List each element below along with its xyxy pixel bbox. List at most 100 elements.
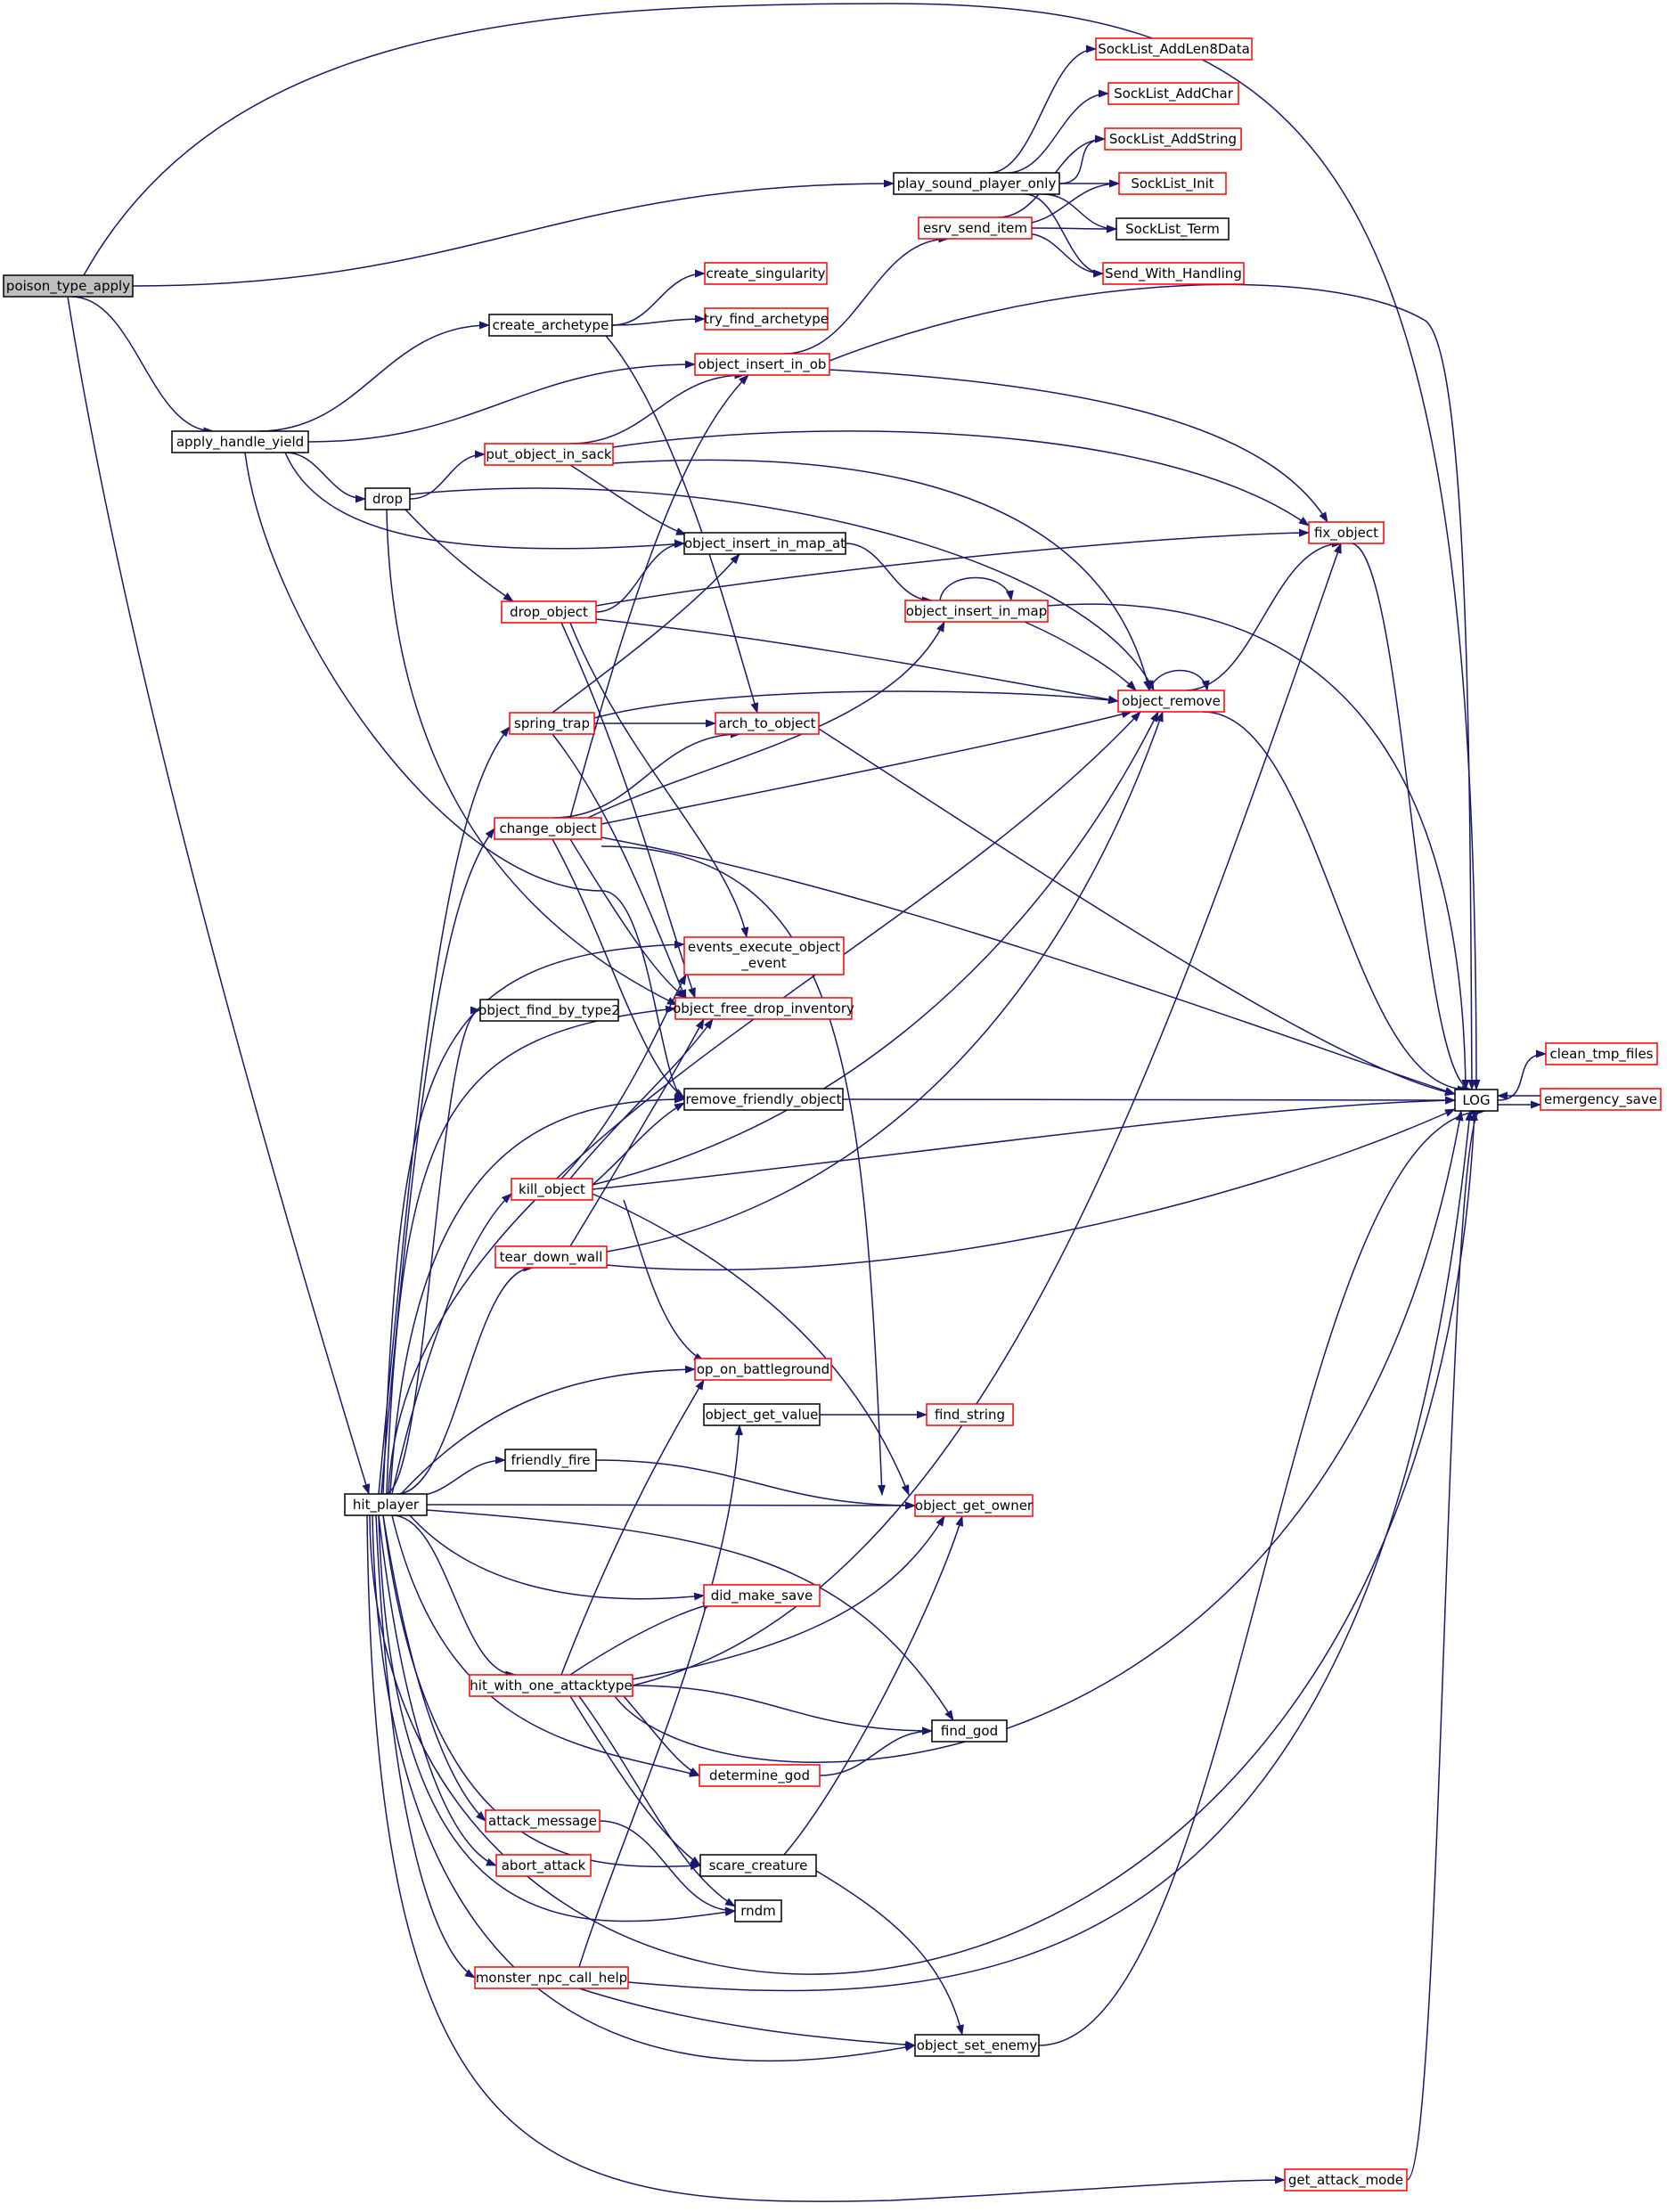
edge-object_insert_in_map-object_remove xyxy=(1024,621,1137,691)
node-monster-npc-call-help[interactable]: monster_npc_call_help xyxy=(474,1966,629,1989)
edge-path xyxy=(426,1501,916,1510)
edge-tear_down_wall-LOG xyxy=(606,1108,1456,1271)
node-SockList-AddString[interactable]: SockList_AddString xyxy=(1104,127,1242,151)
node-friendly-fire[interactable]: friendly_fire xyxy=(504,1449,597,1472)
edge-path xyxy=(388,711,1141,1495)
edge-object_insert_in_map_at-object_insert_in_map xyxy=(845,543,933,605)
node-object-insert-in-map[interactable]: object_insert_in_map xyxy=(904,600,1049,623)
edge-path xyxy=(569,1018,714,1179)
edge-path xyxy=(595,528,1310,607)
node-create-archetype[interactable]: create_archetype xyxy=(488,314,613,337)
node-SockList-AddChar[interactable]: SockList_AddChar xyxy=(1107,82,1239,105)
node-drop-object[interactable]: drop_object xyxy=(501,600,597,624)
node-apply-handle-yield[interactable]: apply_handle_yield xyxy=(171,430,309,453)
edge-path xyxy=(592,1193,910,1496)
node-SockList-AddLen8Data[interactable]: SockList_AddLen8Data xyxy=(1095,37,1253,61)
node-label: SockList_AddLen8Data xyxy=(1098,41,1250,58)
edge-path xyxy=(569,838,687,999)
node-attack-message[interactable]: attack_message xyxy=(485,1809,601,1832)
edge-object_insert_in_ob-fix_object xyxy=(829,369,1328,523)
edge-path xyxy=(389,1095,685,1495)
node-determine-god[interactable]: determine_god xyxy=(699,1764,821,1787)
edge-path xyxy=(569,374,749,819)
edge-path xyxy=(1042,193,1117,233)
node-label: spring_trap xyxy=(514,715,590,732)
edge-path xyxy=(1497,1049,1547,1101)
node-tear-down-wall[interactable]: tear_down_wall xyxy=(494,1245,608,1269)
node-find-string[interactable]: find_string xyxy=(926,1403,1014,1426)
node-object-free-drop-inventory[interactable]: object_free_drop_inventory xyxy=(673,997,854,1020)
node-get-attack-mode[interactable]: get_attack_mode xyxy=(1284,2168,1408,2192)
edge-object_remove-object_remove xyxy=(1148,669,1210,691)
node-did-make-save[interactable]: did_make_save xyxy=(703,1584,821,1607)
node-change-object[interactable]: change_object xyxy=(494,817,602,840)
node-SockList-Init[interactable]: SockList_Init xyxy=(1118,172,1227,195)
node-poison-type-apply[interactable]: poison_type_apply xyxy=(3,274,134,298)
node-play-sound-player-only[interactable]: play_sound_player_only xyxy=(893,172,1060,195)
node-op-on-battleground[interactable]: op_on_battleground xyxy=(694,1358,832,1381)
node-Send-With-Handling[interactable]: Send_With_Handling xyxy=(1102,262,1245,285)
edge-hit_player-op_on_battleground xyxy=(400,1365,696,1495)
node-label: op_on_battleground xyxy=(697,1361,829,1378)
node-box xyxy=(926,1403,1014,1426)
node-arch-to-object[interactable]: arch_to_object xyxy=(715,712,820,735)
node-LOG[interactable]: LOG xyxy=(1454,1089,1499,1112)
node-object-get-owner[interactable]: object_get_owner xyxy=(914,1494,1034,1517)
node-box xyxy=(1102,262,1245,285)
node-label: SockList_Init xyxy=(1131,175,1213,192)
node-object-remove[interactable]: object_remove xyxy=(1117,690,1225,713)
node-object-get-value[interactable]: object_get_value xyxy=(703,1403,821,1426)
node-box xyxy=(683,1088,844,1111)
node-object-find-by-type2[interactable]: object_find_by_type2 xyxy=(478,999,620,1022)
edge-path xyxy=(1350,543,1473,1094)
node-SockList-Term[interactable]: SockList_Term xyxy=(1115,217,1230,241)
node-spring-trap[interactable]: spring_trap xyxy=(509,712,595,735)
node-try-find-archetype[interactable]: try_find_archetype xyxy=(704,307,829,331)
edge-create_archetype-create_singularity xyxy=(611,269,706,326)
node-object-insert-in-map-at[interactable]: object_insert_in_map_at xyxy=(683,532,846,555)
node-object-insert-in-ob[interactable]: object_insert_in_ob xyxy=(694,353,830,376)
node-abort-attack[interactable]: abort_attack xyxy=(495,1854,592,1877)
node-hit-with-one-attacktype[interactable]: hit_with_one_attacktype xyxy=(469,1674,633,1697)
edge-fix_object-LOG xyxy=(1350,543,1473,1094)
node-events-execute-object-event[interactable]: events_execute_object_event xyxy=(683,936,845,975)
node-fix-object[interactable]: fix_object xyxy=(1308,521,1385,544)
node-find-god[interactable]: find_god xyxy=(931,1719,1008,1743)
edge-poison_type_apply-apply_handle_yield xyxy=(70,296,215,436)
edge-path xyxy=(375,1514,476,1979)
node-create-singularity[interactable]: create_singularity xyxy=(704,262,828,285)
node-label: LOG xyxy=(1462,1092,1490,1108)
node-scare-creature[interactable]: scare_creature xyxy=(699,1854,817,1877)
edge-path xyxy=(552,730,741,819)
edge-path xyxy=(1024,621,1137,691)
edge-path xyxy=(1031,224,1117,233)
edge-path xyxy=(818,728,1456,1097)
node-label: object_get_value xyxy=(706,1407,819,1424)
edge-put_object_in_sack-object_remove xyxy=(612,459,1151,691)
edge-play_sound_player_only-SockList_Term xyxy=(1042,193,1117,233)
node-emergency-save[interactable]: emergency_save xyxy=(1540,1088,1662,1111)
edge-create_archetype-try_find_archetype xyxy=(611,314,706,326)
edge-object_remove-LOG xyxy=(1202,711,1468,1094)
node-remove-friendly-object[interactable]: remove_friendly_object xyxy=(683,1088,844,1111)
node-drop[interactable]: drop xyxy=(364,487,411,510)
node-clean-tmp-files[interactable]: clean_tmp_files xyxy=(1545,1042,1658,1065)
node-box xyxy=(1545,1042,1658,1065)
node-put-object-in-sack[interactable]: put_object_in_sack xyxy=(484,443,614,466)
node-hit-player[interactable]: hit_player xyxy=(344,1493,428,1516)
node-label: remove_friendly_object xyxy=(685,1091,841,1108)
edge-scare_creature-object_get_owner xyxy=(783,1515,964,1856)
edge-drop_object-fix_object xyxy=(595,528,1310,607)
edge-put_object_in_sack-fix_object xyxy=(612,430,1310,526)
edge-arch_to_object-LOG xyxy=(818,728,1456,1097)
function-nodes: poison_type_apply apply_handle_yield hit_p… xyxy=(3,37,1662,2192)
node-kill-object[interactable]: kill_object xyxy=(511,1178,593,1201)
node-label: find_god xyxy=(941,1723,998,1740)
edge-spring_trap-object_remove xyxy=(593,690,1119,719)
edge-path xyxy=(601,837,1456,1095)
node-object-set-enemy[interactable]: object_set_enemy xyxy=(914,2034,1040,2057)
edge-path xyxy=(409,1514,705,1601)
node-esrv-send-item[interactable]: esrv_send_item xyxy=(918,216,1033,240)
node-rndm[interactable]: rndm xyxy=(734,1899,782,1922)
node-box xyxy=(694,353,830,376)
